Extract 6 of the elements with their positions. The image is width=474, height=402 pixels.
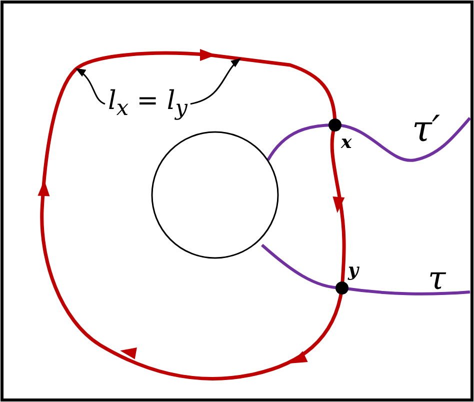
point-label: τ′	[412, 112, 440, 148]
leader-arrow	[76, 68, 106, 105]
point-label: x	[341, 134, 352, 152]
point-label: y	[348, 262, 358, 280]
leader-arrow	[190, 58, 241, 105]
point-label: τ	[428, 262, 446, 294]
